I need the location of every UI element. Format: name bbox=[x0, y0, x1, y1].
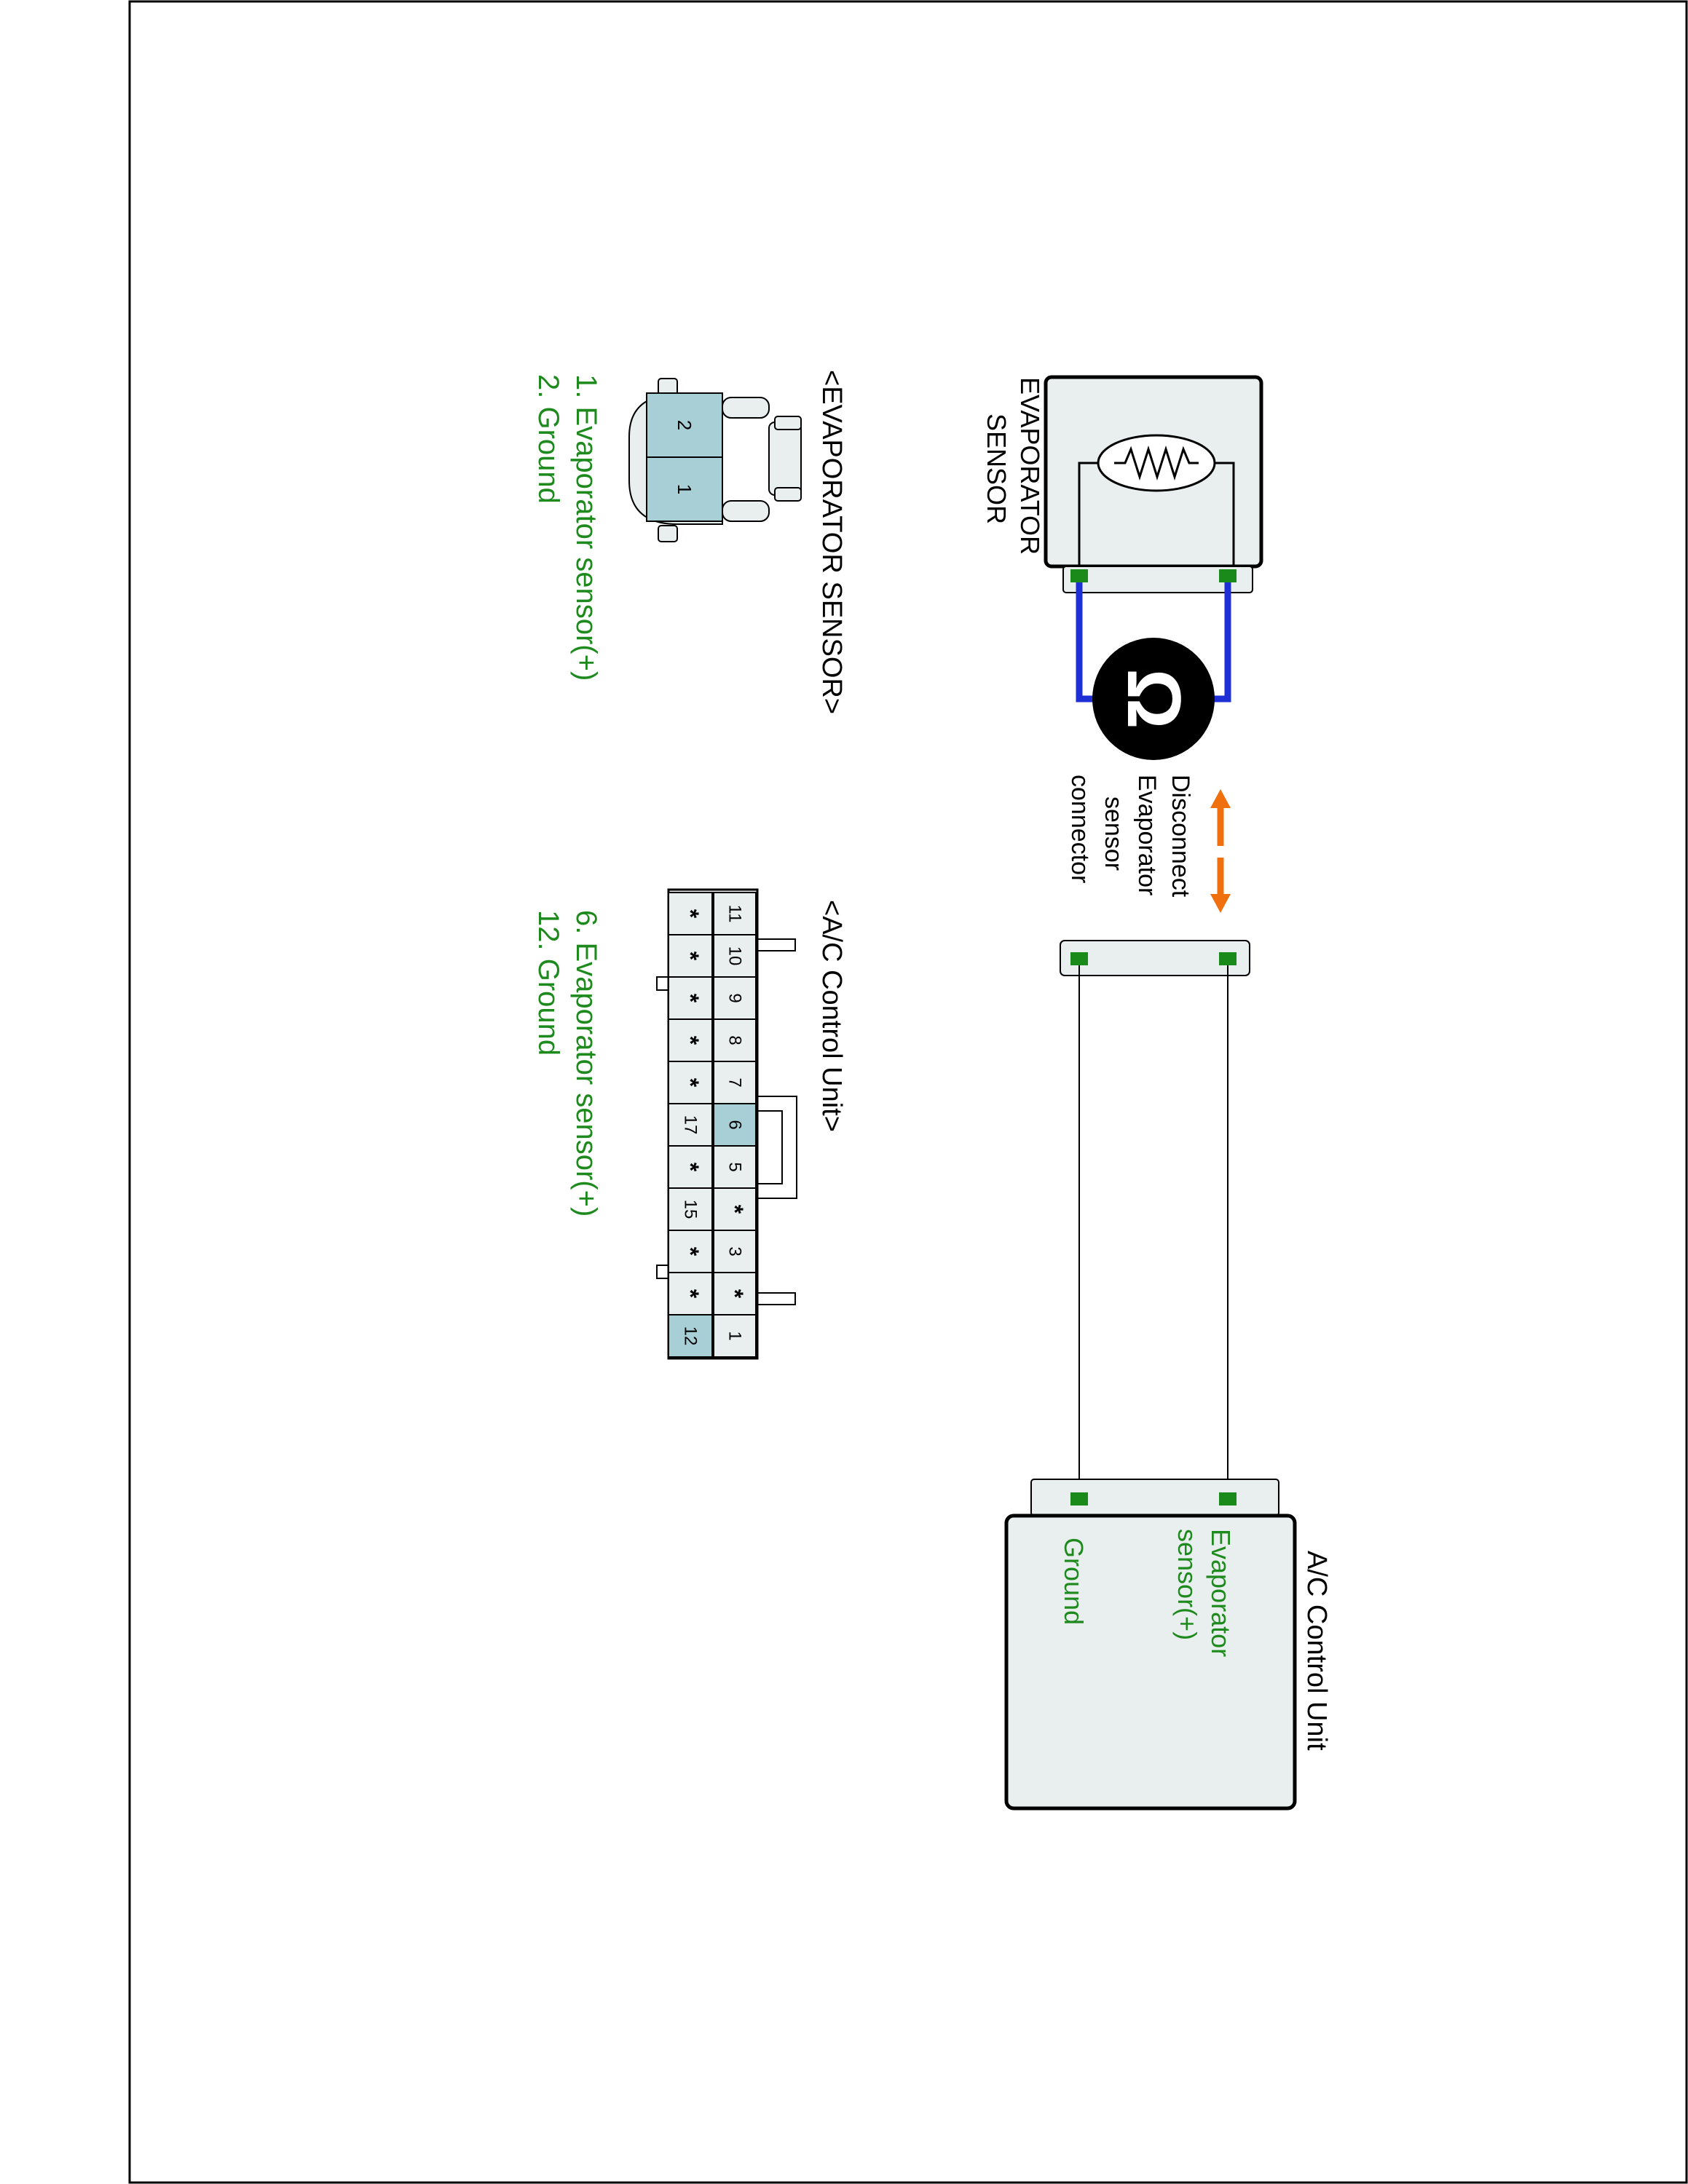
ac-pin-label: 6 bbox=[725, 1120, 745, 1129]
ac-unit-title-text: A/C Control Unit bbox=[1301, 1551, 1332, 1751]
ac-pin-label: 3 bbox=[725, 1246, 745, 1256]
ac-pin-label: 9 bbox=[725, 993, 745, 1002]
evaporator-sensor-component bbox=[1044, 375, 1263, 593]
sensor-terminal-pin bbox=[1070, 569, 1088, 582]
ac-pin-label: * bbox=[677, 1036, 703, 1045]
ac-pin-label: 5 bbox=[725, 1162, 745, 1171]
harness-connector bbox=[1060, 940, 1250, 976]
svg-text:Ω: Ω bbox=[1111, 668, 1196, 729]
sensor-connector-title: <EVAPORATOR SENSOR> bbox=[816, 370, 847, 714]
ac-unit-pin-label-1: Evaporator sensor(+) bbox=[1172, 1529, 1236, 1657]
ac-pin-cell bbox=[668, 1145, 713, 1189]
harness-connector-pin bbox=[1070, 952, 1088, 965]
ac-pin-cell bbox=[668, 1272, 713, 1315]
ac-pin-label: * bbox=[677, 1289, 703, 1299]
ac-unit-header bbox=[1030, 1479, 1279, 1516]
ac-pin-label: 12 bbox=[681, 1326, 701, 1346]
ac-pin-label: 8 bbox=[725, 1035, 745, 1045]
ac-pin-label: 15 bbox=[681, 1200, 701, 1219]
ac-unit-body bbox=[1004, 1514, 1297, 1811]
ac-connector-title-text: <A/C Control Unit> bbox=[816, 900, 847, 1132]
harness-connector-pin bbox=[1219, 952, 1237, 965]
ohm-meter-icon: Ω bbox=[1092, 638, 1215, 760]
ac-unit-label-ground: Ground bbox=[1059, 1538, 1089, 1625]
page-frame bbox=[128, 0, 1688, 2184]
disconnect-note: Disconnect Evaporator sensor connector bbox=[1066, 775, 1194, 898]
ac-legend-item-12: 12. Ground bbox=[532, 910, 564, 1056]
ac-pin-label: 1 bbox=[725, 1331, 745, 1340]
sensor-title-line2: SENSOR bbox=[982, 414, 1011, 524]
ac-legend-item-6: 6. Evaporator sensor(+) bbox=[570, 910, 602, 1216]
ac-connector-title: <A/C Control Unit> bbox=[816, 900, 847, 1132]
sensor-title: EVAPORATOR SENSOR bbox=[982, 377, 1045, 555]
ac-pin-label: * bbox=[677, 994, 703, 1003]
sensor-connector-title-text: <EVAPORATOR SENSOR> bbox=[816, 370, 847, 714]
ac-pin-cell bbox=[668, 1187, 713, 1231]
ac-pin-cell bbox=[713, 1018, 757, 1062]
ac-unit-pin bbox=[1070, 1492, 1088, 1506]
sensor-connector-view: 2 1 bbox=[628, 378, 802, 542]
ac-pin-label: * bbox=[677, 1247, 703, 1257]
ac-pin-cell bbox=[713, 1314, 757, 1358]
ac-pin-label: 7 bbox=[725, 1077, 745, 1087]
disconnect-note-line2: Evaporator bbox=[1133, 775, 1161, 895]
ac-pin-cell bbox=[713, 1230, 757, 1273]
sensor-pin-cell-1 bbox=[646, 456, 723, 522]
sensor-pin-label: 1 bbox=[674, 484, 695, 494]
sensor-legend-item-1: 1. Evaporator sensor(+) bbox=[570, 374, 602, 681]
ac-pin-label: * bbox=[722, 1205, 748, 1214]
ac-pin-cell bbox=[713, 976, 757, 1020]
disconnect-note-line3: sensor bbox=[1100, 796, 1127, 871]
ac-pin-label: * bbox=[677, 1078, 703, 1088]
ac-control-unit-component bbox=[1004, 1479, 1297, 1811]
ac-connector-legend: 6. Evaporator sensor(+) 12. Ground bbox=[532, 910, 602, 1216]
ac-pin-label: * bbox=[677, 951, 703, 961]
ac-pin-cell bbox=[713, 934, 757, 978]
disconnect-note-line1: Disconnect bbox=[1167, 775, 1194, 898]
resistor-icon bbox=[1097, 434, 1216, 492]
harness-wires bbox=[1078, 965, 1228, 1494]
ac-pin-cell bbox=[668, 1314, 713, 1358]
ac-pin-label: * bbox=[677, 909, 703, 919]
ac-pin-cell bbox=[713, 1061, 757, 1104]
sensor-terminal-strip bbox=[1062, 566, 1253, 593]
disconnect-arrow-icon bbox=[1210, 789, 1231, 913]
ac-pin-cell bbox=[668, 976, 713, 1020]
sensor-pin-cell-2 bbox=[646, 392, 723, 458]
ac-pin-label: 10 bbox=[725, 946, 745, 966]
sensor-terminal-pin bbox=[1219, 569, 1237, 582]
ac-pin-cell bbox=[668, 1018, 713, 1062]
ac-pin-label: * bbox=[677, 1163, 703, 1172]
ac-unit-label-sensor-plus: sensor(+) bbox=[1172, 1529, 1202, 1640]
ac-pin-label: * bbox=[722, 1289, 748, 1299]
disconnect-note-line4: connector bbox=[1066, 775, 1094, 883]
sensor-connector-legend: 1. Evaporator sensor(+) 2. Ground bbox=[532, 374, 602, 681]
ac-unit-pin-label-2: Ground bbox=[1059, 1538, 1089, 1625]
sensor-title-line1: EVAPORATOR bbox=[1015, 377, 1045, 555]
ac-connector-view: 11 10 9 8 7 6 5 * 3 * 1 * * * * * 17 * 15 * * 12 bbox=[656, 888, 797, 1360]
ac-pin-cell bbox=[668, 1103, 713, 1147]
ac-unit-pin bbox=[1219, 1492, 1237, 1506]
ac-pin-cell bbox=[713, 1187, 757, 1231]
ac-pin-cell bbox=[713, 892, 757, 935]
ac-pin-label: 11 bbox=[725, 905, 745, 923]
ac-pin-label: 17 bbox=[681, 1115, 701, 1135]
ac-connector-cells: 11 10 9 8 7 6 5 * 3 * 1 * * * * * 17 * 15 * * 12 bbox=[668, 892, 757, 1358]
ac-unit-label-evaporator: Evaporator bbox=[1206, 1529, 1236, 1657]
ac-unit-title: A/C Control Unit bbox=[1301, 1551, 1332, 1751]
sensor-pin-label: 2 bbox=[674, 420, 695, 430]
ac-pin-cell bbox=[668, 1061, 713, 1104]
sensor-legend-item-2: 2. Ground bbox=[532, 374, 564, 504]
ac-pin-cell bbox=[668, 1230, 713, 1273]
